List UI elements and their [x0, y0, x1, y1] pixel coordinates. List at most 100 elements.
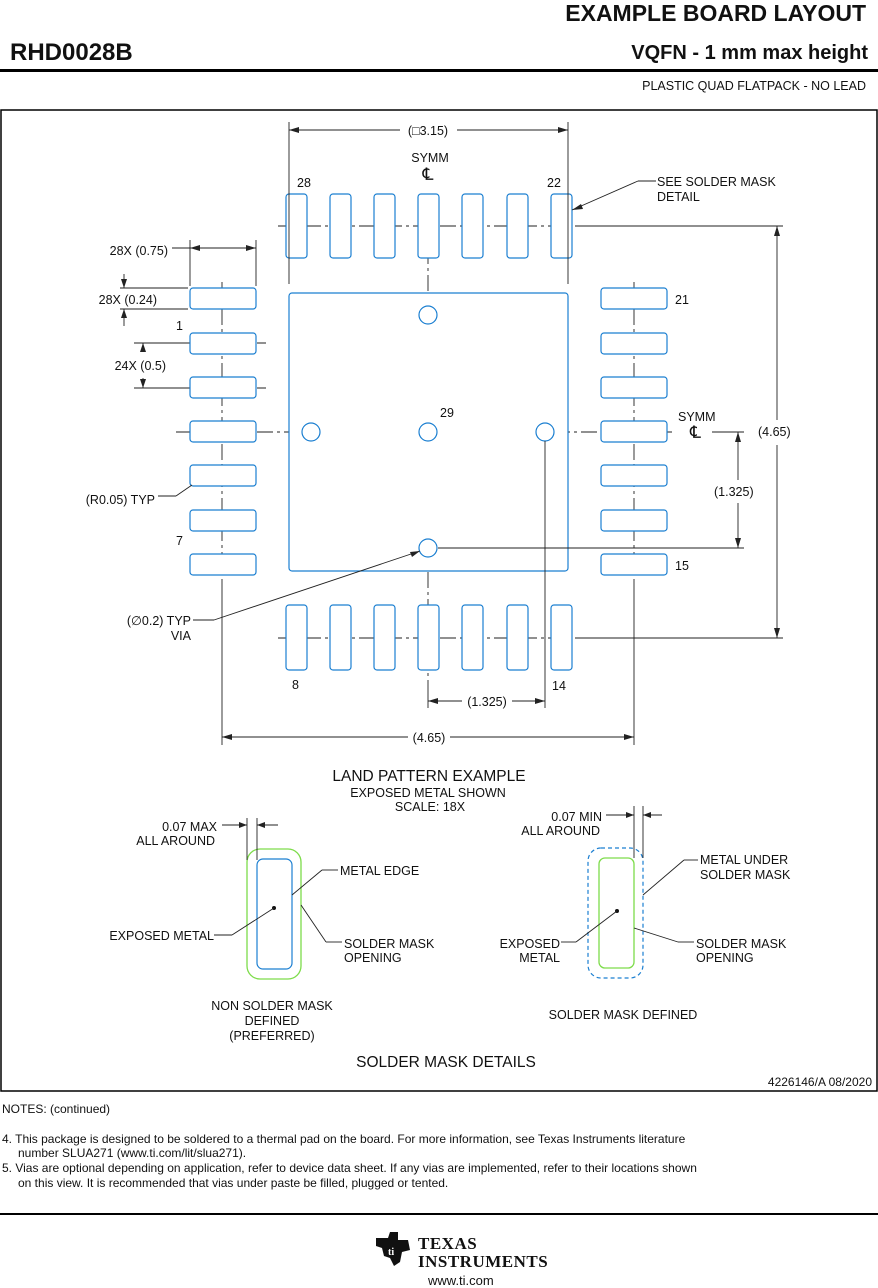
smd-clearance-2: ALL AROUND	[521, 824, 600, 838]
footer-url[interactable]: www.ti.com	[428, 1273, 494, 1288]
footer-rule	[0, 1213, 878, 1215]
note-5-line-1: 5. Vias are optional depending on applic…	[2, 1161, 697, 1175]
pin-label-21: 21	[675, 293, 689, 307]
callout-mask-detail-2: DETAIL	[657, 190, 700, 204]
pad-10	[373, 604, 396, 671]
nsmd-caption-2: DEFINED	[245, 1014, 300, 1028]
note-4-line-2: number SLUA271 (www.ti.com/lit/slua271).	[18, 1146, 247, 1160]
via-left	[301, 422, 321, 442]
leader-mask-detail	[571, 180, 639, 211]
caption-line-1: EXPOSED METAL SHOWN	[350, 786, 506, 800]
pin-label-7: 7	[176, 534, 183, 548]
centerline-symbol-right: ℄	[689, 423, 701, 442]
smd-metal-under-1: METAL UNDER	[700, 853, 788, 867]
pin-label-1: 1	[176, 319, 183, 333]
smd-metal-under-mask	[587, 847, 644, 979]
pad-16	[600, 509, 668, 532]
pad-9	[329, 604, 352, 671]
document-title: EXAMPLE BOARD LAYOUT	[565, 0, 866, 26]
right-pads	[600, 287, 668, 576]
pad-28	[285, 193, 308, 259]
nsmd-metal	[256, 858, 293, 970]
dim-width: (4.65)	[413, 731, 446, 745]
pad-21	[600, 287, 668, 310]
nsmd-metal-edge: METAL EDGE	[340, 864, 419, 878]
pad-6	[189, 509, 257, 532]
dim-pitch: 24X (0.5)	[115, 359, 166, 373]
pad-20	[600, 332, 668, 355]
svg-text:ti: ti	[388, 1247, 394, 1258]
pad-15	[600, 553, 668, 576]
caption-line-2: SCALE: 18X	[395, 800, 466, 814]
pad-25	[417, 193, 440, 259]
pad-3	[189, 376, 257, 399]
land-pattern-drawing: (□3.15) SYMM ℄ 28 22 SEE SOLDER MASK DET…	[0, 109, 878, 1092]
notes-heading: NOTES: (continued)	[2, 1102, 111, 1116]
arrow	[289, 127, 299, 133]
symm-label-right: SYMM	[678, 410, 716, 424]
via-center	[418, 422, 438, 442]
pad-19	[600, 376, 668, 399]
pad-23	[506, 193, 529, 259]
pad-2	[189, 332, 257, 355]
nsmd-clearance-1: 0.07 MAX	[162, 820, 218, 834]
pad-17	[600, 464, 668, 487]
bottom-pads	[285, 604, 573, 671]
pin-label-28: 28	[297, 176, 311, 190]
drawing-id: 4226146/A 08/2020	[768, 1075, 872, 1089]
dim-body: (□3.15)	[408, 124, 448, 138]
smd-clearance-1: 0.07 MIN	[551, 810, 602, 824]
nsmd-caption-3: (PREFERRED)	[229, 1029, 314, 1043]
ti-logo-text-1: TEXAS	[418, 1234, 478, 1253]
top-pads	[285, 193, 573, 259]
part-number: RHD0028B	[10, 39, 133, 66]
nsmd-exposed-metal: EXPOSED METAL	[109, 929, 214, 943]
header-rule	[0, 69, 878, 72]
pad-24	[461, 193, 484, 259]
drawing-frame	[0, 109, 878, 1092]
dim-half-vertical: (1.325)	[714, 485, 754, 499]
nsmd-opening-2: OPENING	[344, 951, 402, 965]
smd-mask-opening	[598, 857, 635, 969]
pad-26	[373, 193, 396, 259]
nsmd-opening-1: SOLDER MASK	[344, 937, 435, 951]
caption-title: LAND PATTERN EXAMPLE	[332, 768, 525, 785]
smd-exposed-2: METAL	[519, 951, 560, 965]
via-bottom	[418, 538, 438, 558]
pin-label-22: 22	[547, 176, 561, 190]
pad-8	[285, 604, 308, 671]
pin-label-14: 14	[552, 679, 566, 693]
pad-5	[189, 464, 257, 487]
pin-label-29: 29	[440, 406, 454, 420]
dim-radius: (R0.05) TYP	[86, 493, 155, 507]
smd-caption: SOLDER MASK DEFINED	[549, 1008, 698, 1022]
nsmd-detail: 0.07 MAX ALL AROUND METAL EDGE EXPOSED M…	[109, 818, 435, 1043]
smd-opening-1: SOLDER MASK	[696, 937, 787, 951]
pad-11	[417, 604, 440, 671]
dim-height: (4.65)	[758, 425, 791, 439]
pad-7	[189, 553, 257, 576]
symm-label-top: SYMM	[411, 151, 449, 165]
pad-12	[461, 604, 484, 671]
dim-half-horizontal: (1.325)	[467, 695, 507, 709]
pad-13	[506, 604, 529, 671]
callout-mask-detail-1: SEE SOLDER MASK	[657, 175, 776, 189]
thermal-pad	[288, 292, 569, 572]
nsmd-clearance-2: ALL AROUND	[136, 834, 215, 848]
pad-18	[600, 420, 668, 443]
dim-pad-length: 28X (0.75)	[110, 244, 168, 258]
pad-27	[329, 193, 352, 259]
pad-14	[550, 604, 573, 671]
smd-metal-under-2: SOLDER MASK	[700, 868, 791, 882]
via-top	[418, 305, 438, 325]
nsmd-caption-1: NON SOLDER MASK	[211, 999, 333, 1013]
note-4-line-1: 4. This package is designed to be solder…	[2, 1132, 686, 1146]
arrow	[558, 127, 568, 133]
pin-label-8: 8	[292, 678, 299, 692]
dim-pad-width: 28X (0.24)	[99, 293, 157, 307]
pin-label-15: 15	[675, 559, 689, 573]
package-description: VQFN - 1 mm max height	[631, 42, 868, 64]
smd-detail: 0.07 MIN ALL AROUND METAL UNDER SOLDER M…	[500, 806, 791, 1022]
dim-via-1: (∅0.2) TYP	[127, 614, 191, 628]
package-type: PLASTIC QUAD FLATPACK - NO LEAD	[642, 79, 866, 93]
